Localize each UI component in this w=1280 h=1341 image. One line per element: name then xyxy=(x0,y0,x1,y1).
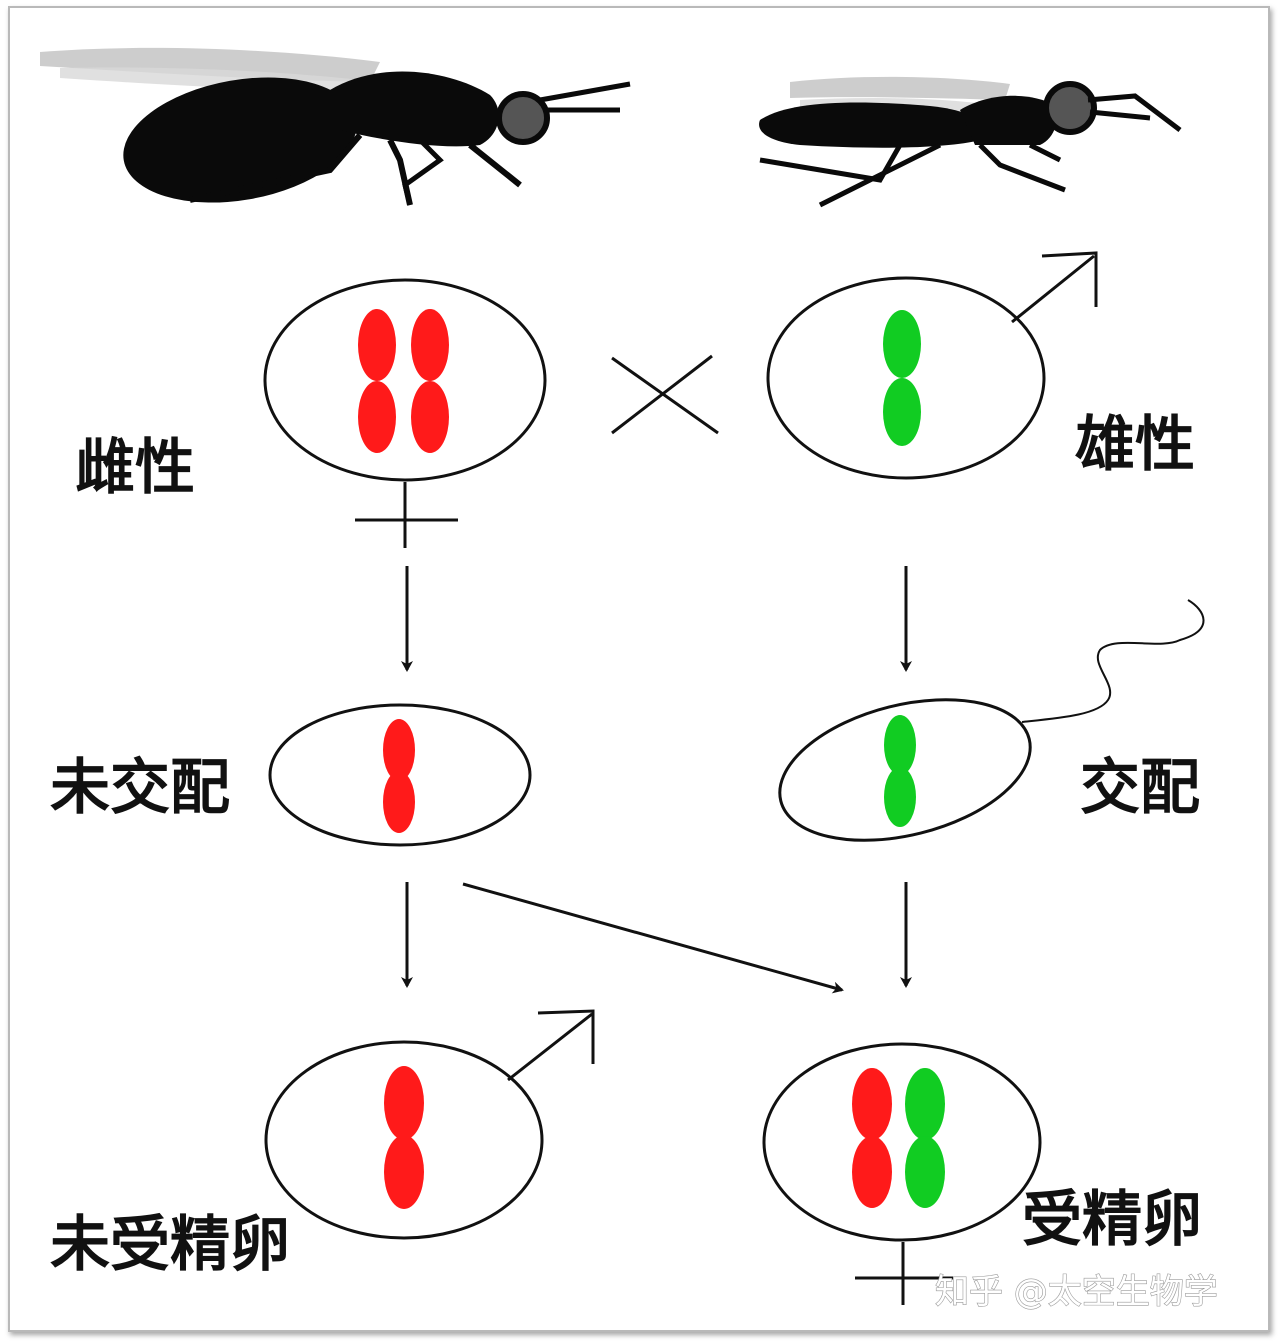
male-wasp-icon xyxy=(759,77,1180,205)
sperm-tail-icon xyxy=(1022,600,1204,722)
fertilized-egg-cell xyxy=(764,1044,1040,1240)
cell-membrane xyxy=(768,278,1044,478)
mated-cell xyxy=(765,676,1045,864)
label-male: 雄性 xyxy=(1075,410,1195,480)
watermark: 知乎 @太空生物学 xyxy=(935,1272,1218,1312)
unmated-cell xyxy=(270,705,530,845)
male-symbol-icon xyxy=(508,1011,593,1080)
arrow-unmated-to-fertilized xyxy=(463,884,842,990)
male-parent-cell xyxy=(768,278,1044,478)
unfertilized-egg-cell xyxy=(266,1042,542,1238)
label-unmated: 未交配 xyxy=(50,753,230,823)
cell-membrane xyxy=(764,1044,1040,1240)
female-parent-cell xyxy=(265,280,545,480)
male-symbol-icon xyxy=(1012,253,1096,322)
cross-icon xyxy=(612,356,718,433)
label-fertilized-egg: 受精卵 xyxy=(1022,1185,1202,1255)
label-female: 雌性 xyxy=(75,433,195,503)
female-wasp-icon xyxy=(40,48,630,220)
label-unfertilized-egg: 未受精卵 xyxy=(50,1210,290,1280)
cell-membrane xyxy=(265,280,545,480)
female-symbol-icon xyxy=(355,482,458,548)
label-mated: 交配 xyxy=(1080,753,1200,823)
